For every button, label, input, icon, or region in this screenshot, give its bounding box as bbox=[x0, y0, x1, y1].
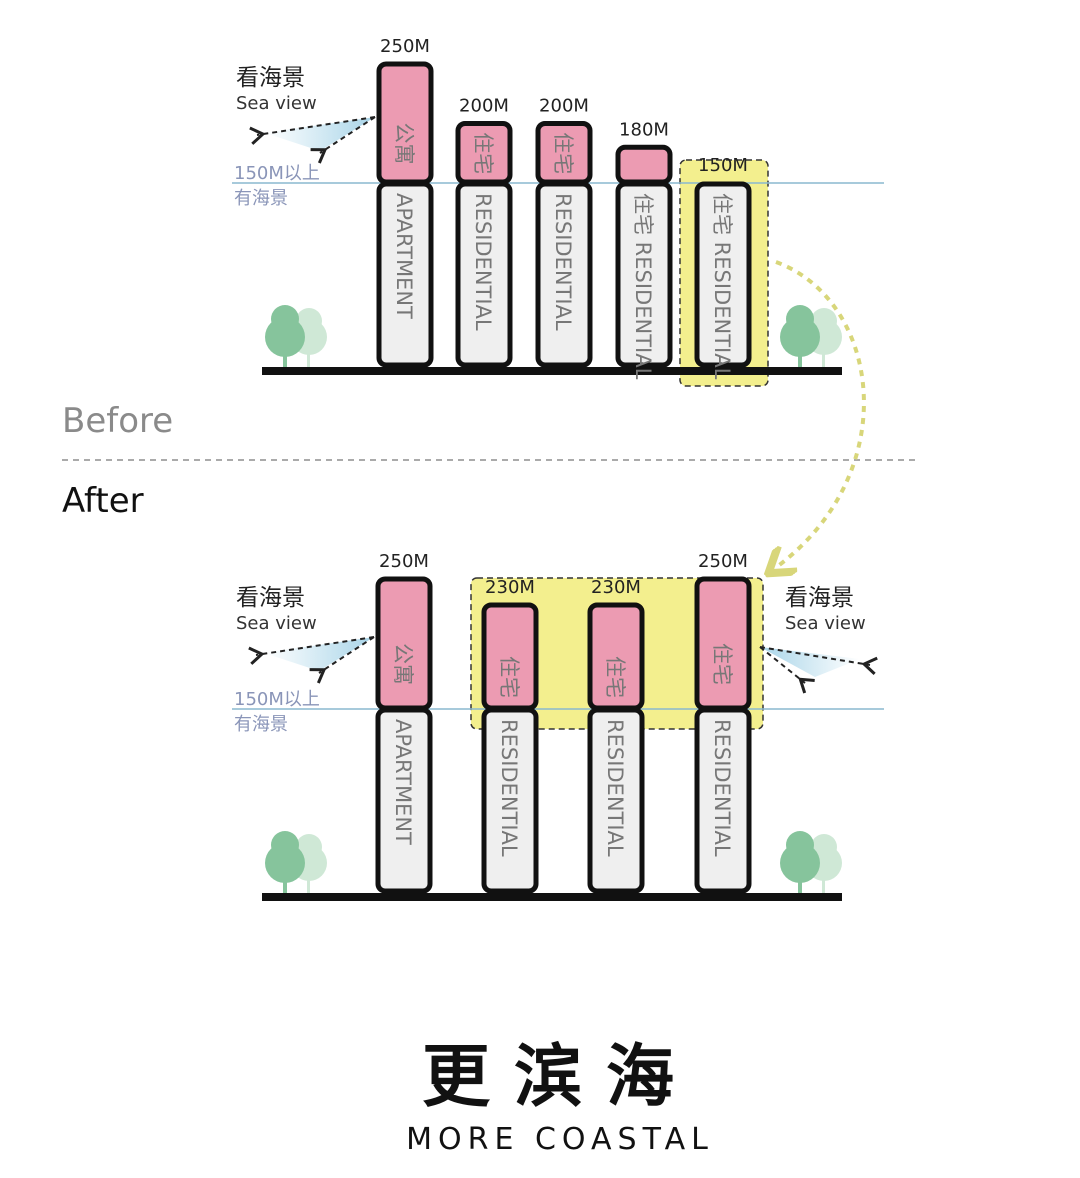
building-use-label: RESIDENTIAL bbox=[551, 193, 575, 331]
threshold-label-2: 有海景 bbox=[234, 714, 288, 735]
building: 200M 住宅 RESIDENTIAL bbox=[535, 96, 593, 368]
tree-icon-part bbox=[271, 305, 299, 333]
threshold-label: 150M以上 bbox=[234, 163, 320, 184]
threshold-label-2: 有海景 bbox=[234, 188, 288, 209]
view-cone bbox=[264, 637, 374, 671]
view-arrow bbox=[759, 646, 878, 675]
sea-view-label-en: Sea view bbox=[785, 613, 866, 634]
building: 200M 住宅 RESIDENTIAL bbox=[455, 96, 513, 368]
building: 230M 住宅 RESIDENTIAL bbox=[587, 577, 645, 894]
building-use-label: RESIDENTIAL bbox=[471, 193, 495, 331]
footer-title-en: MORE COASTAL bbox=[406, 1122, 714, 1157]
building: 250M 公寓 APARTMENT bbox=[376, 36, 434, 368]
sea-view-label-en: Sea view bbox=[236, 613, 317, 634]
building-height-label: 200M bbox=[539, 96, 589, 117]
tree-icon-part bbox=[786, 305, 814, 333]
tree-trunk bbox=[283, 347, 287, 367]
building: 230M 住宅 RESIDENTIAL bbox=[481, 577, 539, 894]
building-use-cn: 住宅 bbox=[497, 656, 521, 698]
building-lower-section bbox=[481, 707, 539, 894]
tree-trunk bbox=[798, 347, 802, 367]
tree-trunk bbox=[822, 347, 825, 367]
ground-line bbox=[262, 893, 842, 901]
building-use-cn: 住宅 bbox=[603, 656, 627, 698]
tree-trunk bbox=[283, 873, 287, 893]
sea-view-label-cn: 看海景 bbox=[785, 585, 854, 611]
building: 250M 住宅 RESIDENTIAL bbox=[694, 551, 752, 894]
building-use-cn: 住宅 bbox=[551, 132, 575, 174]
view-arrow bbox=[310, 116, 376, 164]
view-cone bbox=[265, 117, 375, 151]
building-use-label: 住宅 RESIDENTIAL bbox=[710, 193, 734, 380]
building-height-label: 250M bbox=[698, 551, 748, 572]
view-arrow bbox=[759, 646, 815, 694]
building-use-label: RESIDENTIAL bbox=[603, 719, 627, 857]
tree-trunk bbox=[798, 873, 802, 893]
building-height-label: 250M bbox=[380, 36, 430, 57]
building: 150M 住宅 RESIDENTIAL bbox=[694, 155, 752, 380]
view-arrow bbox=[248, 636, 375, 665]
building-lower-section bbox=[455, 181, 513, 368]
building-use-cn: 公寓 bbox=[392, 123, 416, 165]
building-lower-section bbox=[694, 707, 752, 894]
building: 250M 公寓 APARTMENT bbox=[375, 551, 433, 894]
building-use-label: APARTMENT bbox=[391, 719, 415, 845]
building-lower-section bbox=[615, 181, 673, 368]
building-height-label: 180M bbox=[619, 119, 669, 140]
building-use-label: APARTMENT bbox=[392, 193, 416, 319]
tree-icon-part bbox=[271, 831, 299, 859]
building-upper-section bbox=[615, 144, 673, 185]
building-height-label: 230M bbox=[485, 577, 535, 598]
tree-trunk bbox=[307, 873, 310, 893]
building-use-label: RESIDENTIAL bbox=[710, 719, 734, 857]
before-heading: Before bbox=[62, 401, 173, 441]
building-height-label: 200M bbox=[459, 96, 509, 117]
building-lower-section bbox=[376, 181, 434, 368]
building-height-label: 150M bbox=[698, 155, 748, 176]
view-arrow bbox=[309, 636, 375, 684]
after-heading: After bbox=[62, 481, 144, 521]
building-lower-section bbox=[587, 707, 645, 894]
building: 180M 住宅 RESIDENTIAL bbox=[615, 119, 673, 380]
building-use-label: 住宅 RESIDENTIAL bbox=[631, 193, 655, 380]
tree-icon-part bbox=[786, 831, 814, 859]
building-use-cn: 住宅 bbox=[710, 643, 734, 685]
sea-view-label-en: Sea view bbox=[236, 93, 317, 114]
building-use-label: RESIDENTIAL bbox=[497, 719, 521, 857]
sea-view-label-cn: 看海景 bbox=[236, 585, 305, 611]
ground-line bbox=[262, 367, 842, 375]
tree-trunk bbox=[307, 347, 310, 367]
threshold-label: 150M以上 bbox=[234, 689, 320, 710]
footer-title-cn: 更滨海 bbox=[422, 1038, 698, 1117]
view-arrow bbox=[249, 116, 376, 145]
building-height-label: 250M bbox=[379, 551, 429, 572]
transition-arrow bbox=[776, 260, 866, 566]
building-lower-section bbox=[694, 181, 752, 368]
tree-trunk bbox=[822, 873, 825, 893]
building-use-cn: 公寓 bbox=[391, 643, 415, 685]
building-height-label: 230M bbox=[591, 577, 641, 598]
building-use-cn: 住宅 bbox=[471, 132, 495, 174]
building-lower-section bbox=[375, 707, 433, 894]
building-lower-section bbox=[535, 181, 593, 368]
view-cone bbox=[760, 647, 860, 677]
sea-view-label-cn: 看海景 bbox=[236, 65, 305, 91]
